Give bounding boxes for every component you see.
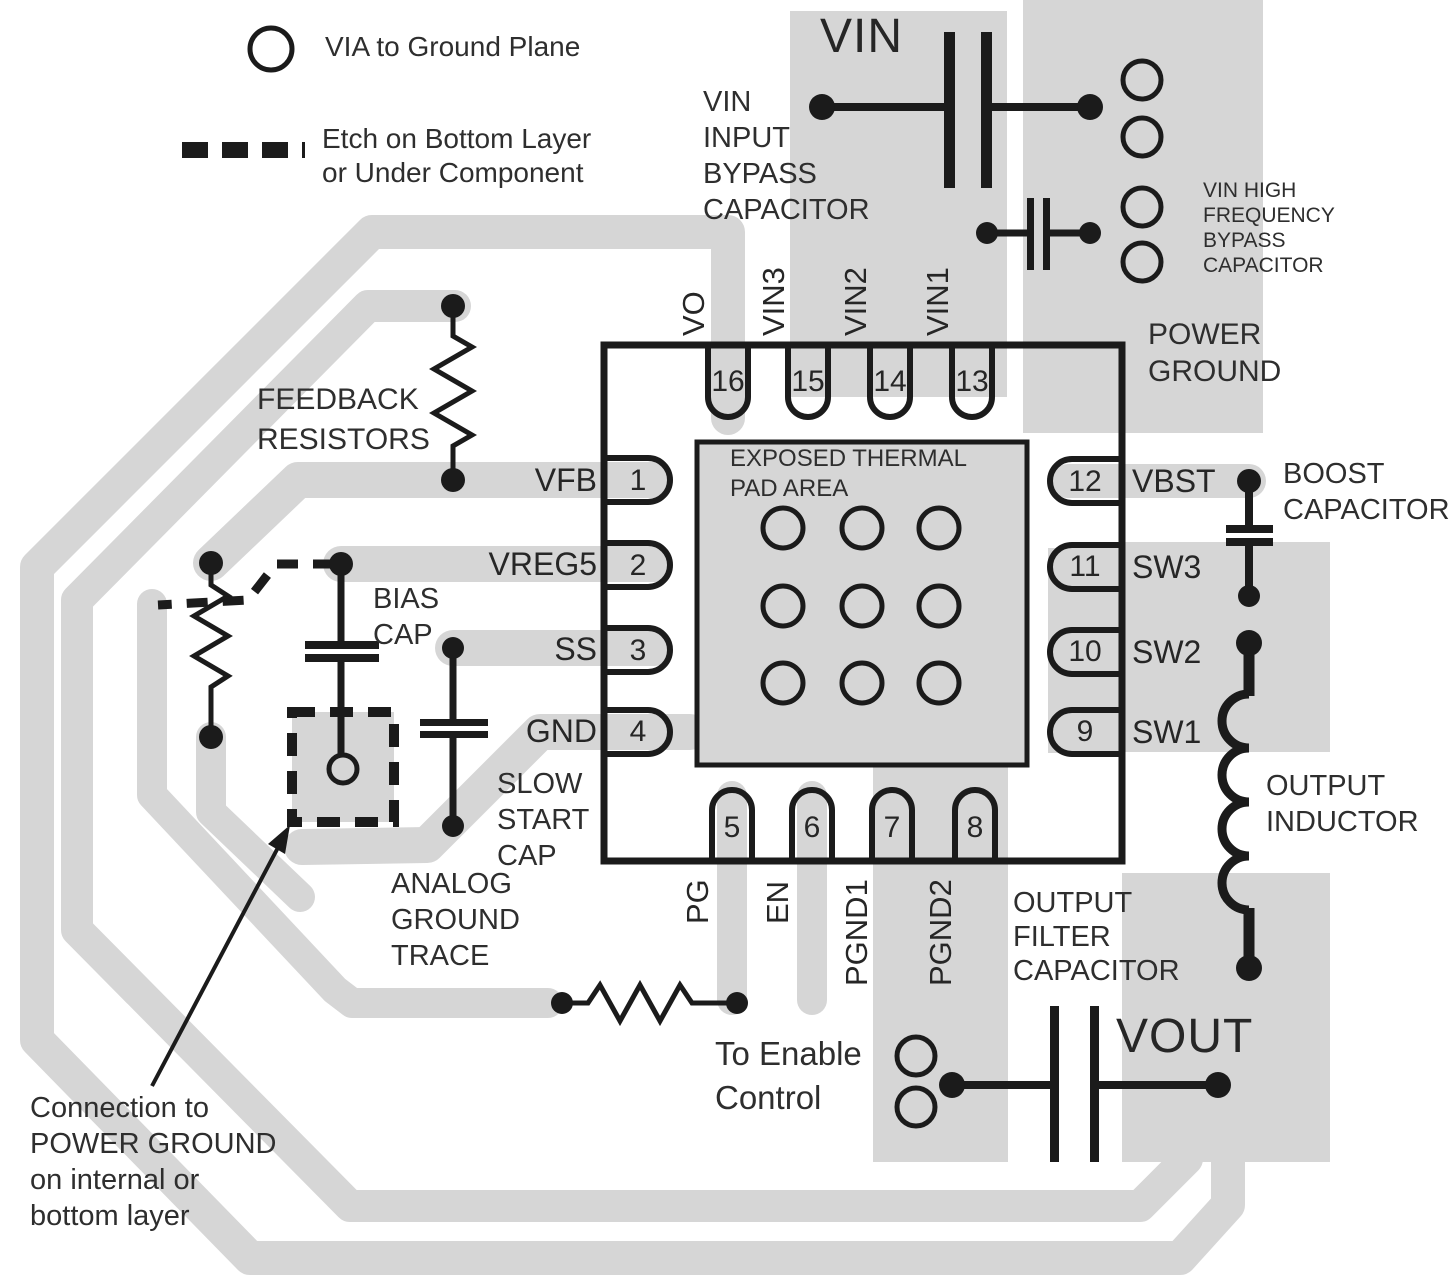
pointer-arrow	[150, 839, 284, 1087]
pin-label-ss: SS	[554, 631, 597, 667]
via-icon	[1120, 58, 1164, 284]
pin-label-vin1: VIN1	[920, 267, 955, 336]
capacitor-icon	[1050, 1006, 1059, 1162]
pin-label-vo: VO	[676, 291, 711, 336]
pin-label-pg: PG	[680, 879, 715, 924]
pin-label-pgnd1: PGND1	[839, 879, 874, 986]
ic-outline	[600, 341, 1126, 865]
via-icon	[894, 1034, 938, 1129]
pin-label-gnd: GND	[525, 713, 597, 749]
pin-label-vin2: VIN2	[838, 267, 873, 336]
vin-hf-bypass-label: VIN HIGH FREQUENCY BYPASS CAPACITOR	[1203, 179, 1335, 277]
pin-number-8: 8	[966, 811, 984, 844]
pin-number-11: 11	[1069, 550, 1101, 583]
pin-label-sw1: SW1	[1132, 714, 1202, 750]
pin-label-vin3: VIN3	[756, 267, 791, 336]
pin-number-15: 15	[791, 365, 825, 398]
legend-etch-label: Etch on Bottom Layer or Under Component	[322, 123, 592, 188]
pin-number-16: 16	[711, 365, 745, 398]
boost-capacitor-label: BOOST CAPACITOR	[1283, 458, 1450, 526]
vout-net-label: VOUT	[1116, 1010, 1254, 1063]
pin-number-7: 7	[883, 811, 901, 844]
junction-dot	[199, 94, 1262, 1098]
pin-label-vreg5: VREG5	[488, 546, 597, 582]
capacitor-icon	[305, 641, 379, 649]
capacitor-icon	[1226, 525, 1273, 533]
pin-number-4: 4	[629, 715, 647, 748]
component-solids	[199, 32, 1273, 1162]
pin-label-vfb: VFB	[534, 462, 597, 498]
pin-label-sw3: SW3	[1132, 549, 1202, 585]
output-filter-capacitor-label: OUTPUT FILTER CAPACITOR	[1013, 887, 1180, 987]
vin-net-label: VIN	[820, 10, 904, 63]
capacitor-icon	[944, 32, 955, 188]
pin-number-2: 2	[629, 549, 647, 582]
power-ground-label: POWER GROUND	[1148, 318, 1282, 388]
vin-input-bypass-label: VIN INPUT BYPASS CAPACITOR	[703, 86, 870, 226]
pin-number-6: 6	[803, 811, 821, 844]
capacitor-icon	[420, 719, 488, 726]
resistor-icon	[189, 563, 233, 737]
components	[150, 25, 1255, 1129]
etch-bottom-layer	[157, 559, 334, 610]
pin-number-10: 10	[1068, 635, 1102, 668]
pin-number-1: 1	[629, 464, 647, 497]
pin-label-pgnd2: PGND2	[923, 879, 958, 986]
pin-number-13: 13	[955, 365, 989, 398]
pin-label-en: EN	[760, 880, 795, 924]
copper-traces	[20, 215, 1266, 1275]
capacitor-icon	[1027, 198, 1034, 270]
thermal-pad-label: EXPOSED THERMAL PAD AREA	[730, 445, 967, 502]
feedback-resistors-label: FEEDBACK RESISTORS	[257, 383, 430, 456]
resistor-icon	[562, 979, 737, 1027]
analog-ground-trace-label: ANALOG GROUND TRACE	[391, 868, 520, 972]
slow-start-cap-label: SLOW START CAP	[497, 768, 590, 872]
pin-label-vbst: VBST	[1132, 463, 1216, 499]
pin-number-3: 3	[629, 634, 647, 667]
legend-via-label: VIA to Ground Plane	[325, 31, 581, 62]
pin-number-5: 5	[723, 811, 741, 844]
ic-pins	[606, 346, 1120, 861]
resistor-icon	[429, 306, 477, 480]
pin-label-sw2: SW2	[1132, 634, 1202, 670]
to-enable-control-label: To Enable Control	[715, 1035, 862, 1116]
arrowhead-icon	[268, 825, 290, 854]
pin-number-9: 9	[1076, 715, 1094, 748]
pin-number-12: 12	[1068, 465, 1102, 498]
copper-planes	[790, 0, 1330, 1162]
output-inductor-label: OUTPUT INDUCTOR	[1266, 770, 1419, 838]
pin-number-14: 14	[873, 365, 907, 398]
bias-cap-label: BIAS CAP	[373, 583, 440, 651]
via-legend-icon	[247, 25, 295, 73]
thermal-via-icon	[760, 505, 962, 706]
inductor-icon	[1217, 689, 1250, 915]
thermal-pad	[694, 439, 1030, 768]
power-ground-connection-label: Connection to POWER GROUND on internal o…	[30, 1092, 277, 1232]
